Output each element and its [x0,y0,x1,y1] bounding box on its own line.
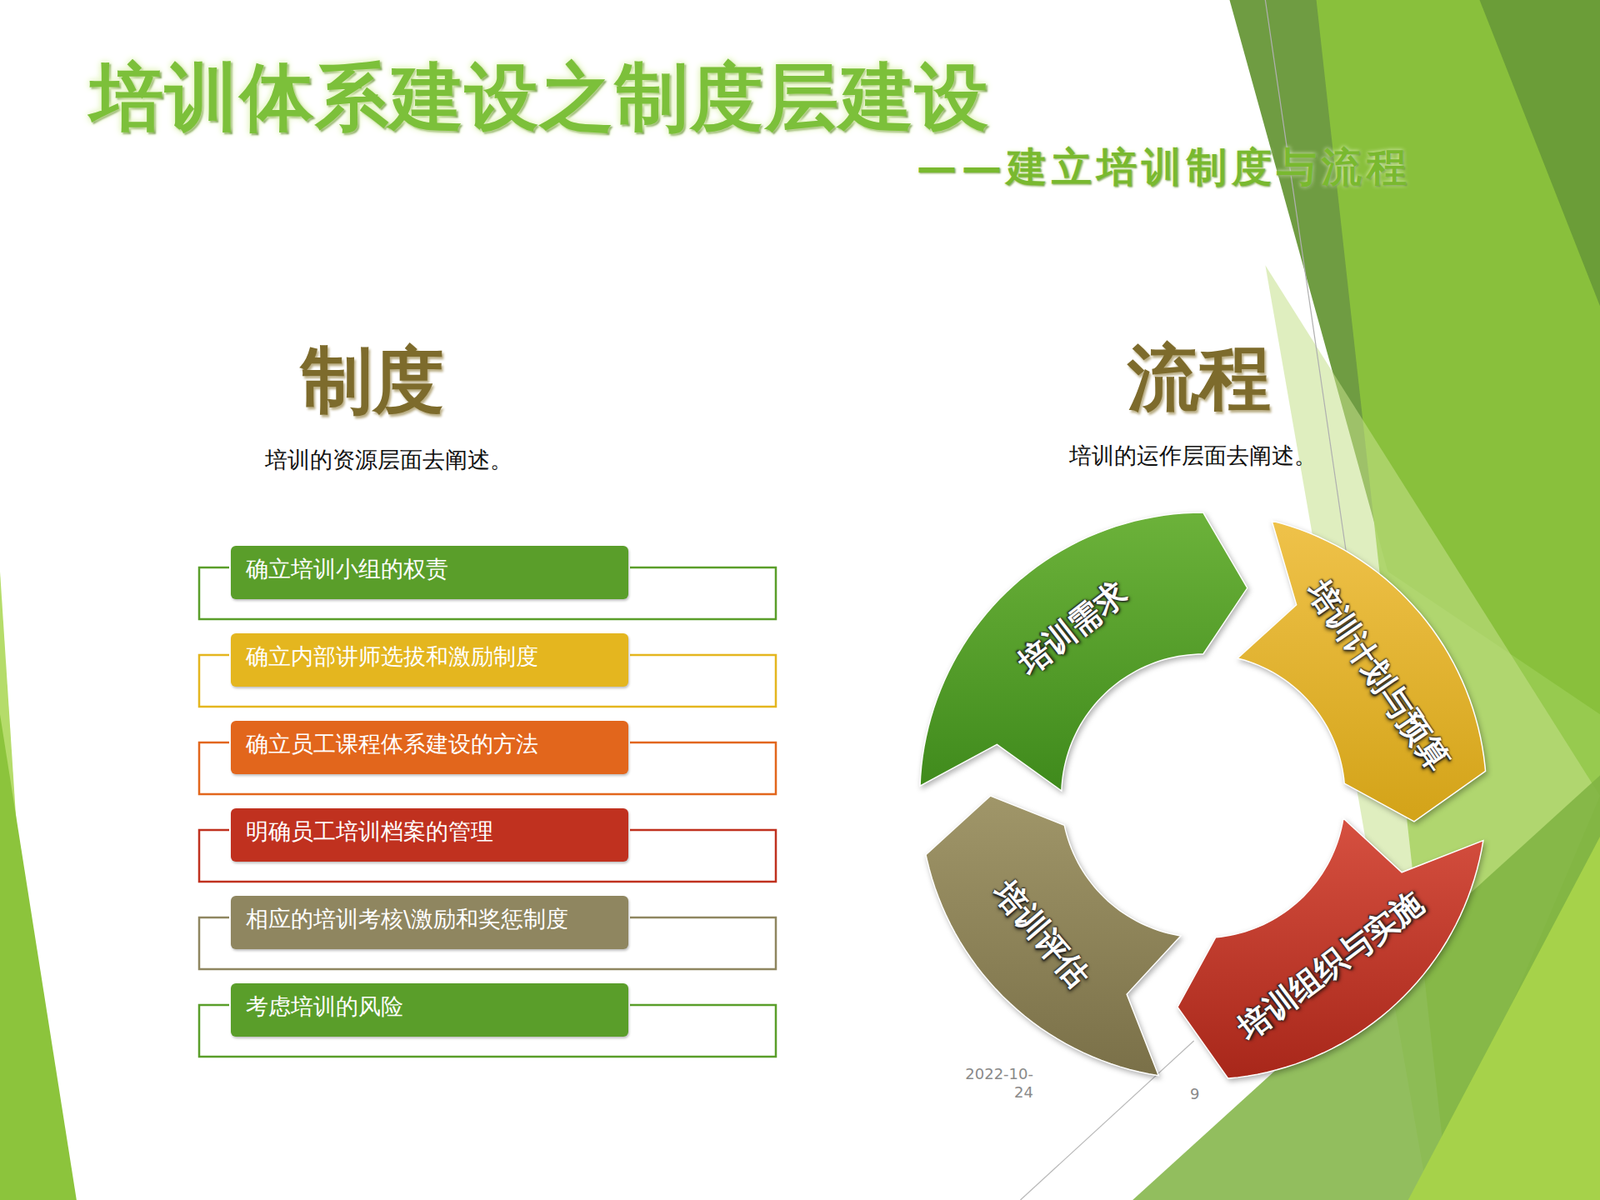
section-note: 培训的运作层面去阐述。 [1069,442,1317,470]
bar-text: 考虑培训的风险 [245,991,615,1022]
cycle-segment: 培训需求 [916,509,1251,795]
section-heading: 流程 [1127,335,1271,421]
policy-bar: 确立员工课程体系建设的方法 [230,720,629,775]
bar-text: 确立内部讲师选拔和激励制度 [245,641,615,672]
cycle-segment: 培训计划与预算 [1234,517,1490,825]
cycle-segment: 培训组织与实施 [1174,815,1487,1082]
bg-band [0,714,77,1200]
subtitle: ——建立培训制度与流程 [916,143,1412,192]
bg-line [1020,1040,1194,1200]
policy-bar: 相应的培训考核\激励和奖惩制度 [230,895,629,950]
bar-text: 确立员工课程体系建设的方法 [245,729,615,760]
policy-bar: 考虑培训的风险 [230,983,629,1037]
policy-bar: 确立内部讲师选拔和激励制度 [230,633,629,687]
bg-band [1480,0,1600,306]
page-number: 9 [1190,1085,1200,1104]
slide-date: 2022-10-24 [958,1065,1034,1101]
bg-line [1265,0,1349,572]
segment-arrow [920,512,1248,791]
policy-bar: 确立培训小组的权责 [230,545,629,600]
segment-arrow [1237,520,1486,822]
cycle-segment: 培训评估 [922,792,1185,1080]
bar-text: 相应的培训考核\激励和奖惩制度 [245,904,615,935]
section-heading: 制度 [300,337,445,424]
segment-arrow [925,795,1181,1076]
section-note: 培训的资源层面去阐述。 [265,446,513,474]
bar-text: 明确员工培训档案的管理 [245,816,615,847]
segment-arrow [1177,818,1484,1079]
bg-band [1132,775,1600,1200]
bar-text: 确立培训小组的权责 [245,554,615,585]
policy-bar: 明确员工培训档案的管理 [230,808,629,862]
slide-title: 培训体系建设之制度层建设 [90,48,990,148]
segment-shape [916,509,1251,795]
